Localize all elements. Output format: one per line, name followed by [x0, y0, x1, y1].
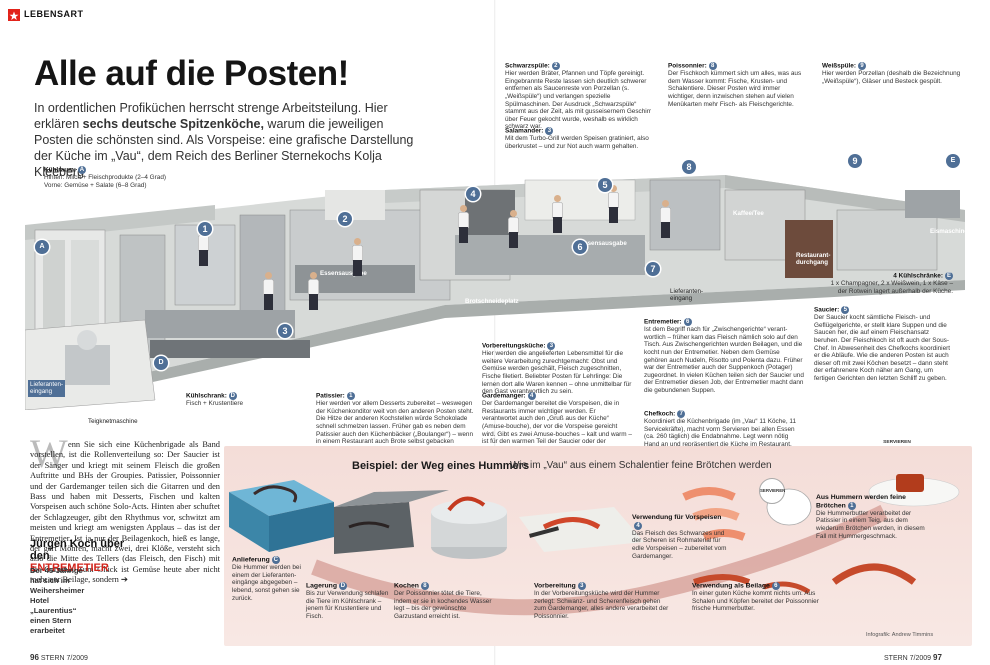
service-badge: SERVIEREN: [759, 478, 785, 504]
page-title: Alle auf die Posten!: [34, 54, 349, 93]
label-kaffee-tee: Kaffee/Tee: [733, 210, 764, 217]
intro-text: In ordentlichen Profiküchen herrscht str…: [34, 101, 414, 179]
station-marker: 5: [598, 178, 612, 192]
station-marker: 1: [198, 222, 212, 236]
label-lieferanteneingang-right: Lieferanten- eingang: [670, 288, 704, 303]
cook-figure: [660, 200, 671, 238]
lobster-illustration: [229, 474, 960, 616]
label-essensausgabe-1: Essensausgabe: [320, 270, 367, 277]
dropcap: W: [30, 431, 68, 476]
station-marker: 8: [682, 160, 696, 174]
label-brotschneideplatz: Brotschneideplatz: [465, 298, 519, 305]
lobster-title: Beispiel: der Weg eines Hummers: [352, 460, 530, 472]
footer-left: 96 STERN 7/2009: [30, 653, 88, 662]
cook-figure: [552, 195, 563, 233]
station-marker: 9: [848, 154, 862, 168]
station-marker: 7: [646, 262, 660, 276]
cook-figure: [608, 185, 619, 223]
cook-figure: [263, 272, 274, 310]
label-restaurantdurchgang: Restaurant- durchgang: [796, 252, 831, 267]
label-lieferanteneingang-left: Lieferanten- eingang: [28, 380, 66, 397]
station-marker: 6: [573, 240, 587, 254]
lobster-subtitle: Wie im „Vau“ aus einem Schalentier feine…: [510, 460, 772, 471]
station-marker: 3: [278, 324, 292, 338]
cook-figure: [352, 238, 363, 276]
marker-e: E: [946, 154, 960, 168]
label-teigknetmaschine: Teigknetmaschine: [88, 418, 138, 425]
station-marker: 2: [338, 212, 352, 226]
credit: Infografik: Andrew Timmins: [866, 632, 934, 638]
cook-figure: [458, 205, 469, 243]
label-essensausgabe-2: Essensausgabe: [580, 240, 627, 247]
cook-figure: [508, 210, 519, 248]
marker-d: D: [154, 356, 168, 370]
footer-right: STERN 7/2009 97: [884, 653, 942, 662]
article-body: enn Sie sich eine Küchenbrigade als Band…: [30, 440, 220, 585]
section-label: LEBENSART: [24, 9, 84, 19]
marker-a: A: [35, 240, 49, 254]
stern-logo-icon: [8, 9, 20, 21]
page-gutter: [494, 0, 496, 665]
article-subtext: Der 45-Jährige hat sich im Weihersheimer…: [30, 566, 85, 635]
station-marker: 4: [466, 187, 480, 201]
service-badge: SERVIEREN: [883, 440, 911, 445]
label-eismaschine: Eismaschine: [930, 228, 968, 235]
kuehlraum-label: Kühlraum:A Hinten: Milch + Fleischproduk…: [44, 166, 167, 189]
cook-figure: [308, 272, 319, 310]
